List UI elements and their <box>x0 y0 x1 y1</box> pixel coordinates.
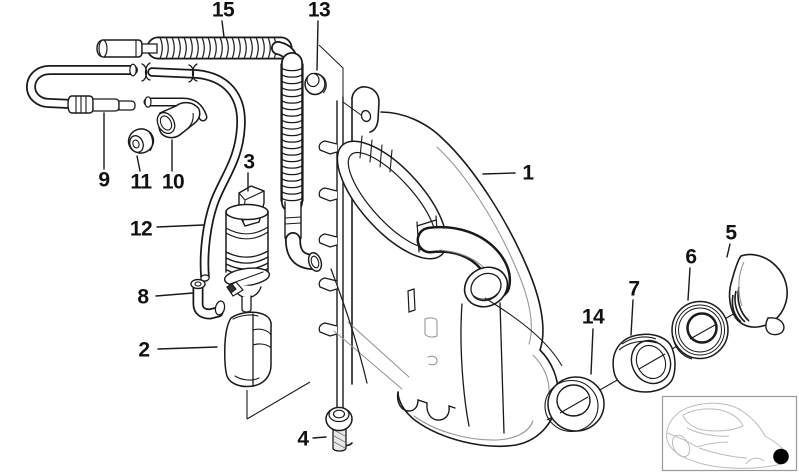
location-dot-icon <box>773 448 789 465</box>
part-7-funnel-insert <box>612 333 676 393</box>
part-1-reservoir <box>318 86 559 447</box>
assembly-axis-overlay <box>559 324 716 414</box>
callout-6: 6 <box>685 245 697 269</box>
callout-14: 14 <box>581 305 605 329</box>
part-11-grommet <box>127 128 155 154</box>
part-13-corrugated-hose-vertical <box>271 41 323 272</box>
part-5-cap <box>728 253 788 336</box>
callout-12: 12 <box>129 217 153 241</box>
part-3-washer-pump <box>223 185 271 313</box>
callout-5: 5 <box>725 221 737 245</box>
part-6-threaded-ring <box>671 300 729 360</box>
callout-4: 4 <box>297 427 309 451</box>
callout-1: 1 <box>522 161 534 185</box>
callout-10: 10 <box>161 170 185 194</box>
callout-9: 9 <box>98 168 110 192</box>
part-9-twin-hose <box>25 63 138 114</box>
callout-11: 11 <box>130 170 152 194</box>
part-15-corrugated-hose <box>96 36 293 60</box>
leader-lines <box>103 20 731 439</box>
callout-8: 8 <box>137 285 149 309</box>
part-10-sleeve <box>156 101 201 139</box>
callout-7: 7 <box>628 277 640 301</box>
callout-13: 13 <box>307 0 331 22</box>
part-13-grommet <box>304 44 362 116</box>
callout-2: 2 <box>138 338 150 362</box>
part-8-elbow-fitting <box>190 278 226 320</box>
callout-3: 3 <box>243 150 255 174</box>
part-4-screw <box>325 406 353 452</box>
part-2-holder-sleeve <box>224 311 272 388</box>
callout-15: 15 <box>211 0 235 22</box>
car-location-inset <box>661 395 798 472</box>
